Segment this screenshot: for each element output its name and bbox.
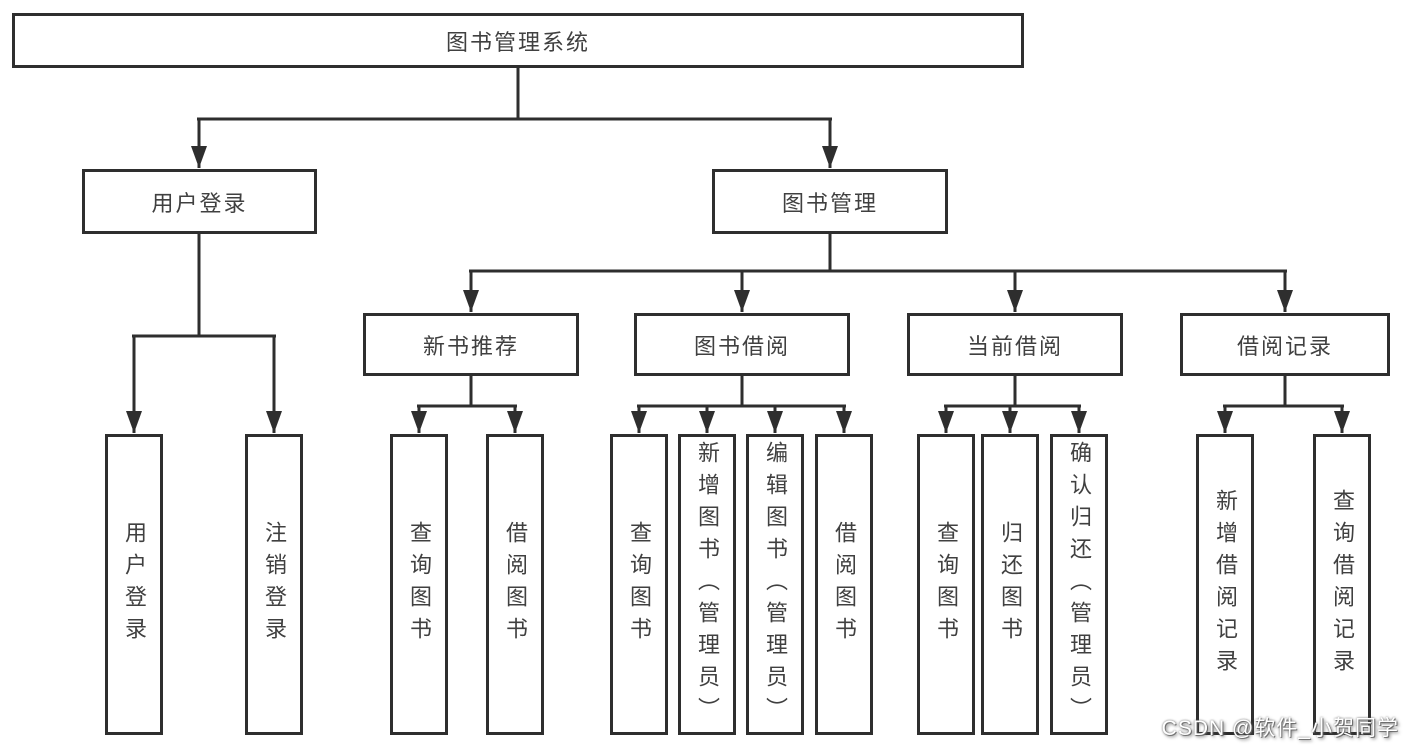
leaf-borrow-edit-books-admin: 编辑图书（管理员）: [746, 434, 804, 735]
node-borrowing-records: 借阅记录: [1180, 313, 1390, 376]
leaf-user-login: 用户登录: [105, 434, 163, 735]
leaf-records-query-borrow-record: 查询借阅记录: [1313, 434, 1371, 735]
leaf-borrow-add-books-admin-label: 新增图书（管理员）: [695, 440, 720, 729]
node-user-login-branch: 用户登录: [82, 169, 317, 234]
leaf-logout-label: 注销登录: [262, 520, 287, 649]
leaf-current-query-books-label: 查询图书: [934, 520, 959, 649]
leaf-user-login-label: 用户登录: [122, 520, 147, 649]
leaf-borrow-borrow-books: 借阅图书: [815, 434, 873, 735]
node-library-management-system: 图书管理系统: [12, 13, 1024, 68]
leaf-recommend-borrow-books-label: 借阅图书: [503, 520, 528, 649]
node-book-management-branch: 图书管理: [712, 169, 948, 234]
leaf-recommend-query-books: 查询图书: [390, 434, 448, 735]
leaf-borrow-query-books-label: 查询图书: [627, 520, 652, 649]
node-book-borrowing: 图书借阅: [634, 313, 850, 376]
leaf-borrow-edit-books-admin-label: 编辑图书（管理员）: [763, 440, 788, 729]
leaf-current-confirm-return-admin-label: 确认归还（管理员）: [1067, 440, 1092, 729]
leaf-recommend-query-books-label: 查询图书: [407, 520, 432, 649]
csdn-watermark: CSDN @软件_小贺同学: [1161, 717, 1399, 740]
leaf-borrow-borrow-books-label: 借阅图书: [832, 520, 857, 649]
node-current-borrowing: 当前借阅: [907, 313, 1123, 376]
leaf-records-query-borrow-record-label: 查询借阅记录: [1330, 488, 1355, 681]
node-new-book-recommendation: 新书推荐: [363, 313, 579, 376]
leaf-borrow-query-books: 查询图书: [610, 434, 668, 735]
leaf-recommend-borrow-books: 借阅图书: [486, 434, 544, 735]
leaf-logout: 注销登录: [245, 434, 303, 735]
leaf-records-add-borrow-record-label: 新增借阅记录: [1213, 488, 1238, 681]
leaf-current-confirm-return-admin: 确认归还（管理员）: [1050, 434, 1108, 735]
leaf-borrow-add-books-admin: 新增图书（管理员）: [678, 434, 736, 735]
leaf-records-add-borrow-record: 新增借阅记录: [1196, 434, 1254, 735]
leaf-current-query-books: 查询图书: [917, 434, 975, 735]
leaf-current-return-books-label: 归还图书: [998, 520, 1023, 649]
leaf-current-return-books: 归还图书: [981, 434, 1039, 735]
